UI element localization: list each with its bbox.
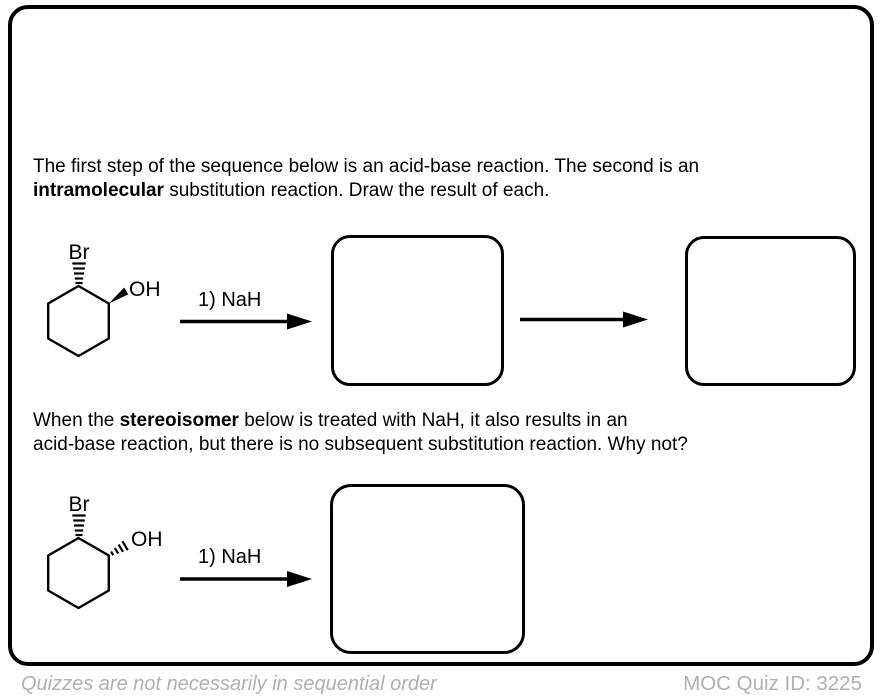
question-2-line-1: When the stereoisomer below is treated w… <box>33 409 688 433</box>
question-1-line-1-text: The first step of the sequence below is … <box>33 156 700 177</box>
oh-label: OH <box>131 528 163 551</box>
question-2-line-1-pre: When the <box>33 410 120 431</box>
answer-box-3[interactable] <box>330 484 525 654</box>
arrow-head <box>287 571 312 587</box>
question-1-line-2-text: substitution reaction. Draw the result o… <box>163 180 550 201</box>
reaction-arrow-2 <box>520 311 648 328</box>
reaction-arrow-1 <box>180 313 312 330</box>
arrow-head <box>287 313 312 330</box>
oh-label: OH <box>129 278 161 301</box>
question-1-bold-term: intramolecular <box>33 180 164 201</box>
arrow-head <box>623 311 648 328</box>
solid-wedge-bond-oh <box>108 287 129 304</box>
reagent-label-1: 1) NaH <box>198 289 262 311</box>
quiz-id: MOC Quiz ID: 3225 <box>683 672 862 695</box>
cyclohexane-ring <box>47 284 111 358</box>
hashed-wedge-bond-br <box>72 262 86 285</box>
reagent-label-2: 1) NaH <box>198 546 262 568</box>
question-1: The first step of the sequence below is … <box>33 155 699 203</box>
cyclohexane-ring <box>47 536 111 610</box>
question-1-line-2: intramolecular substitution reaction. Dr… <box>33 179 699 203</box>
question-2-line-1-post: below is treated with NaH, it also resul… <box>238 410 628 431</box>
br-label: Br <box>69 241 90 264</box>
question-2-line-2-text: acid-base reaction, but there is no subs… <box>33 434 688 455</box>
answer-box-1[interactable] <box>331 235 504 386</box>
answer-box-2[interactable] <box>685 236 856 386</box>
footer-note: Quizzes are not necessarily in sequentia… <box>21 673 437 695</box>
question-2-bold-term: stereoisomer <box>119 410 239 431</box>
question-2: When the stereoisomer below is treated w… <box>33 409 688 457</box>
br-label: Br <box>69 493 90 516</box>
hashed-wedge-bond-oh <box>110 540 129 556</box>
hashed-wedge-bond-br <box>72 514 86 537</box>
question-1-line-1: The first step of the sequence below is … <box>33 155 699 179</box>
question-2-line-2: acid-base reaction, but there is no subs… <box>33 433 688 457</box>
reaction-arrow-3 <box>180 571 312 587</box>
molecule-structure-cis: Br OH <box>47 493 163 610</box>
molecule-structure-trans: Br OH <box>47 241 161 358</box>
